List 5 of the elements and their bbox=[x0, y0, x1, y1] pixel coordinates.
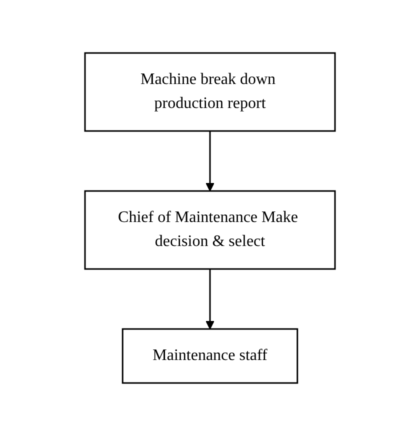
arrow bbox=[205, 130, 214, 191]
node-box: Machine break down production report bbox=[84, 52, 336, 132]
arrow bbox=[205, 268, 214, 329]
node-box: Maintenance staff bbox=[121, 328, 298, 384]
node-box: Chief of Maintenance Make decision & select bbox=[84, 190, 336, 270]
